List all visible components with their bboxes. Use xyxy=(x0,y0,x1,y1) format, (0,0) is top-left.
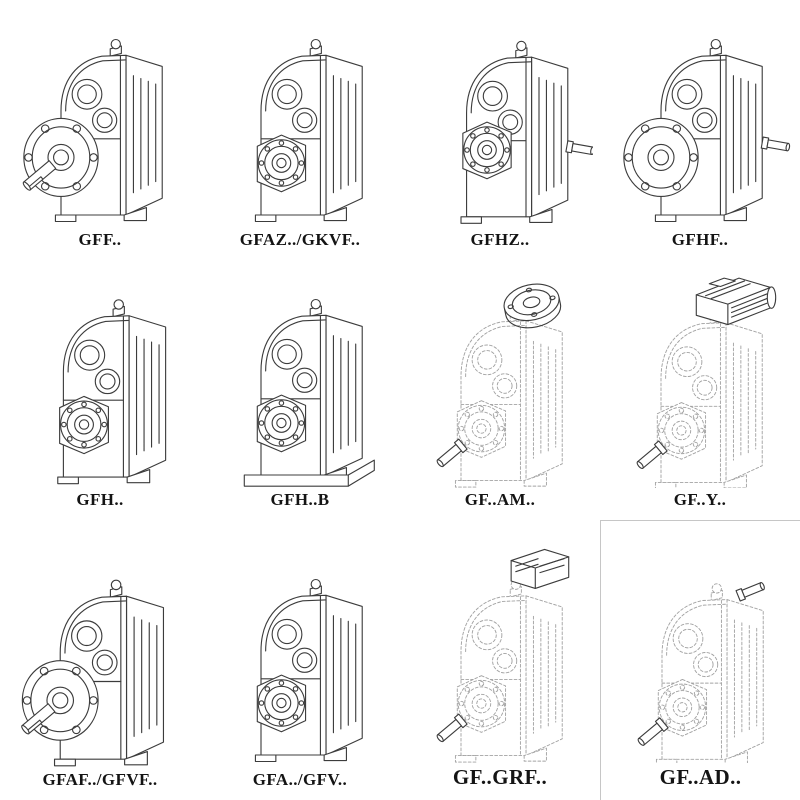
gearbox-drawing-gf-y xyxy=(634,277,777,488)
model-label: GFH..B xyxy=(270,490,330,509)
gearbox-drawing-gfh-b xyxy=(243,298,375,487)
gearbox-drawing-gf-am xyxy=(434,278,565,488)
model-label: GF..GRF.. xyxy=(452,765,548,789)
catalog-cell-gfhz: GFHZ.. xyxy=(400,0,600,260)
model-label: GF..AD.. xyxy=(659,765,742,789)
catalog-cell-gff: GFF.. xyxy=(0,0,200,260)
catalog-cell-gfa-gfv: GFA../GFV.. xyxy=(200,520,400,800)
catalog-cell-gf-ad: GF..AD.. xyxy=(600,520,800,800)
model-label: GFA../GFV.. xyxy=(252,770,348,789)
model-label: GFAZ../GKVF.. xyxy=(239,230,361,249)
catalog-cell-gfh-b: GFH..B xyxy=(200,260,400,520)
model-label: GFF.. xyxy=(78,230,122,249)
model-label: GFH.. xyxy=(76,490,124,509)
model-label: GFAF../GFVF.. xyxy=(42,770,158,789)
model-label: GFHF.. xyxy=(671,230,729,249)
gearbox-drawing-gfhf xyxy=(623,38,791,223)
gearbox-drawing-gfaz-gkvf xyxy=(254,38,363,223)
catalog-cell-gfh: GFH.. xyxy=(0,260,200,520)
model-label: GF..Y.. xyxy=(673,490,727,509)
gearbox-drawing-gfaf-gfvf xyxy=(20,579,165,767)
catalog-cell-gf-y: GF..Y.. xyxy=(600,260,800,520)
model-label: GFHZ.. xyxy=(470,230,530,249)
gearbox-drawing-gfh xyxy=(57,299,167,485)
catalog-cell-gfaf-gfvf: GFAF../GFVF.. xyxy=(0,520,200,800)
model-label: GF..AM.. xyxy=(464,490,536,509)
catalog-cell-gfhf: GFHF.. xyxy=(600,0,800,260)
gearbox-drawing-gfhz xyxy=(460,40,593,224)
gearbox-drawing-gfa-gfv xyxy=(254,578,363,763)
gearbox-drawing-gff xyxy=(21,38,163,223)
gearbox-drawing-gf-grf xyxy=(434,548,570,763)
gearbox-drawing-gf-ad xyxy=(634,579,766,763)
catalog-cell-gf-grf: GF..GRF.. xyxy=(400,520,600,800)
catalog-cell-gf-am: GF..AM.. xyxy=(400,260,600,520)
catalog-cell-gfaz-gkvf: GFAZ../GKVF.. xyxy=(200,0,400,260)
